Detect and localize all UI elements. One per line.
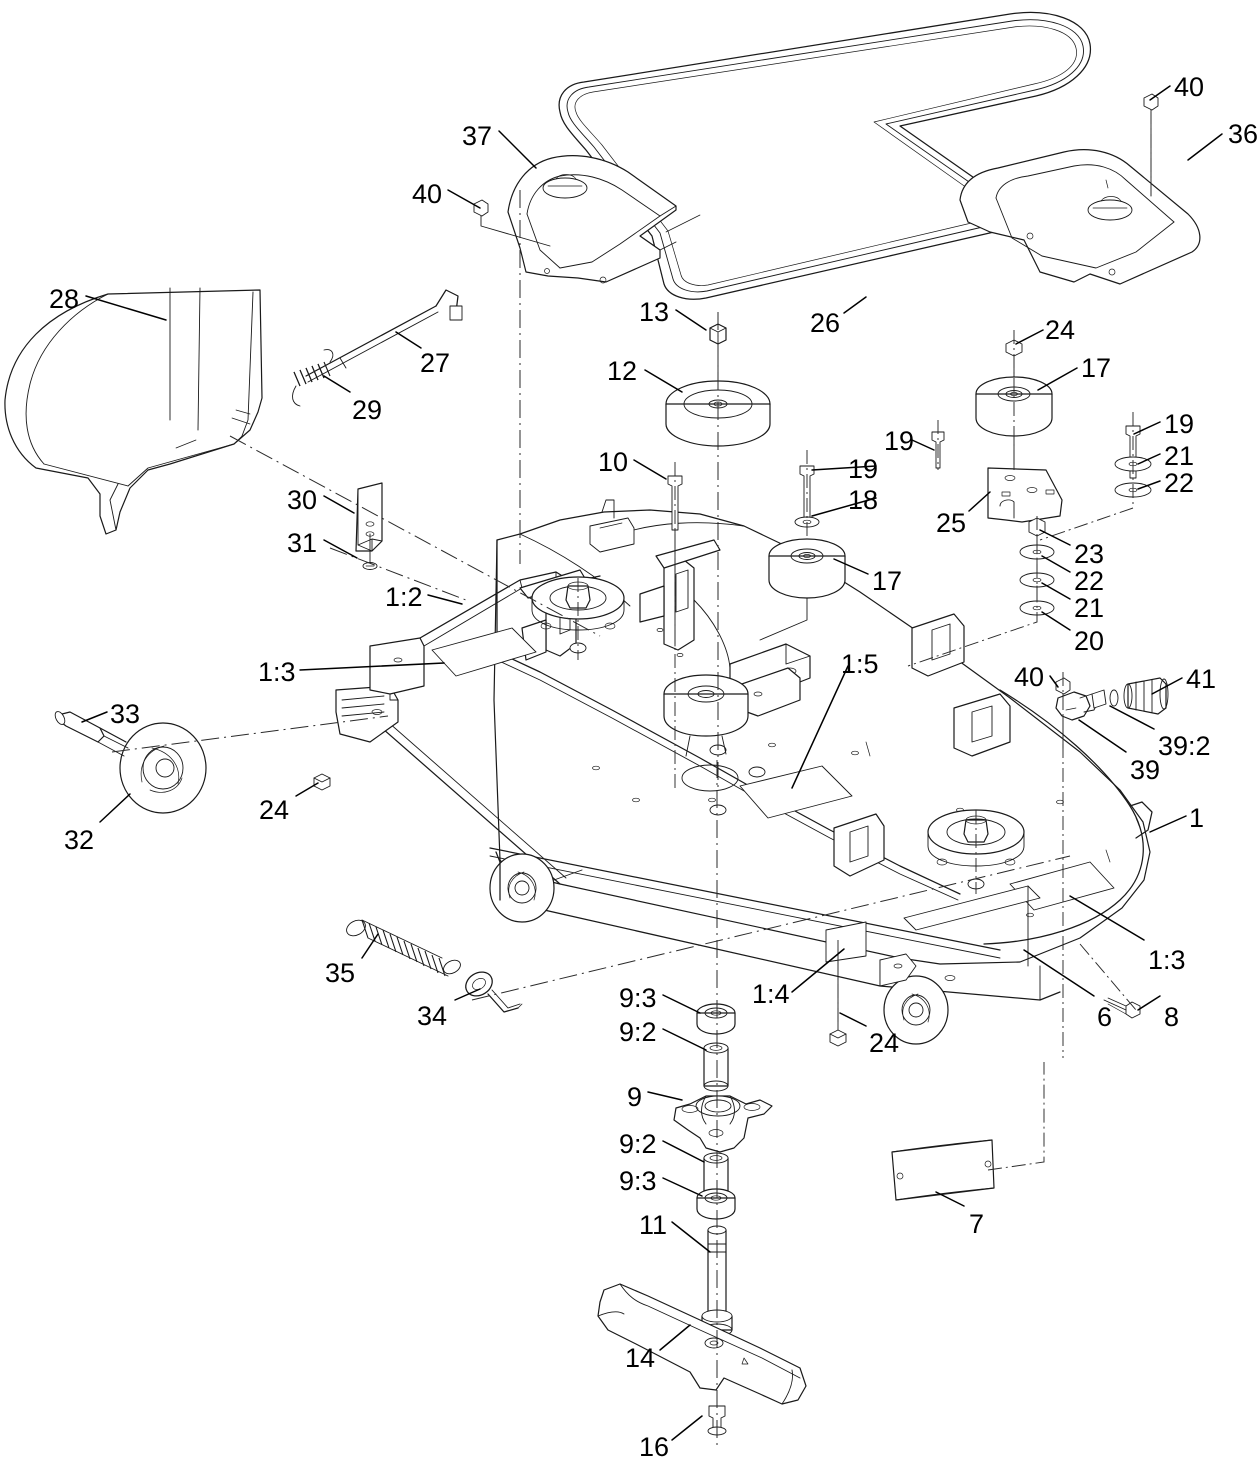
callout-1-3: 1:3 — [1148, 945, 1186, 975]
spring-rod-hook-34 — [465, 971, 523, 1013]
callout-9-2: 9:2 — [619, 1017, 657, 1047]
callout-27: 27 — [420, 348, 451, 378]
callout-1-3: 1:3 — [258, 657, 296, 687]
spindle-bearing-9-3-upper — [696, 1003, 736, 1035]
callout-37: 37 — [462, 121, 493, 151]
rivet-push-40-left — [473, 199, 551, 247]
callout-36: 36 — [1228, 119, 1258, 149]
callout-33: 33 — [110, 699, 141, 729]
leader-lines — [81, 85, 1223, 1441]
caster-wheel-front-left — [489, 851, 583, 923]
bracket-latch-30 — [355, 482, 383, 552]
spindle-spacer-9-2-upper — [703, 1042, 729, 1092]
callout-1: 1 — [1189, 803, 1205, 833]
callout-25: 25 — [936, 508, 967, 538]
belt-cover-left-37 — [507, 155, 677, 284]
callout-32: 32 — [64, 825, 95, 855]
callout-6: 6 — [1097, 1002, 1113, 1032]
belt-cover-right-36 — [959, 149, 1201, 285]
cutting-blade-14 — [597, 1283, 807, 1405]
hose-fitting-elbow-39 — [1055, 689, 1107, 721]
callout-24: 24 — [1045, 315, 1076, 345]
callout-1-4: 1:4 — [752, 979, 790, 1009]
deflector-plate-7 — [891, 1139, 995, 1201]
callout-18: 18 — [848, 485, 879, 515]
callout-21: 21 — [1074, 593, 1105, 623]
o-ring-seal-39-2 — [1109, 689, 1119, 707]
callout-22: 22 — [1074, 566, 1105, 596]
callout-11: 11 — [639, 1210, 668, 1240]
callout-22: 22 — [1164, 468, 1195, 498]
callout-23: 23 — [1074, 539, 1105, 569]
callout-19: 19 — [884, 426, 915, 456]
callout-9: 9 — [627, 1082, 643, 1112]
deck-decal-1-5 — [739, 765, 853, 819]
callout-17: 17 — [872, 566, 903, 596]
callout-24: 24 — [259, 795, 290, 825]
caster-wheel-assembly-32 — [119, 722, 207, 814]
callout-13: 13 — [639, 297, 670, 327]
callout-28: 28 — [49, 284, 80, 314]
callout-10: 10 — [598, 447, 629, 477]
drive-belt-26 — [558, 11, 1092, 300]
deck-decal-1-3-left — [431, 627, 537, 677]
callout-39: 39 — [1130, 755, 1161, 785]
callout-17: 17 — [1081, 353, 1112, 383]
spindle-housing-9 — [673, 1095, 773, 1153]
callout-21: 21 — [1164, 441, 1195, 471]
callout-41: 41 — [1186, 664, 1217, 694]
callout-29: 29 — [352, 395, 383, 425]
callout-39-2: 39:2 — [1158, 731, 1211, 761]
callout-9-2: 9:2 — [619, 1129, 657, 1159]
deck-decal-1-4 — [825, 921, 867, 963]
callout-12: 12 — [607, 356, 638, 386]
quick-coupler-41 — [1123, 677, 1169, 715]
callout-9-3: 9:3 — [619, 1166, 657, 1196]
extension-spring-35 — [346, 919, 461, 977]
callout-26: 26 — [810, 308, 841, 338]
callout-16: 16 — [639, 1432, 670, 1462]
callout-35: 35 — [325, 958, 356, 988]
callout-1-5: 1:5 — [841, 649, 879, 679]
callout-34: 34 — [417, 1001, 448, 1031]
callout-7: 7 — [969, 1209, 985, 1239]
deck-pulley-center — [663, 674, 749, 757]
callout-40: 40 — [1174, 72, 1205, 102]
caster-wheel-front-right — [879, 953, 956, 1045]
callout-24: 24 — [869, 1028, 900, 1058]
callout-20: 20 — [1074, 626, 1105, 656]
callout-31: 31 — [287, 528, 318, 558]
callout-40: 40 — [1014, 662, 1045, 692]
screw-deck-8 — [1103, 997, 1141, 1019]
callout-1-2: 1:2 — [385, 582, 423, 612]
locknut-24-left — [313, 773, 331, 791]
callout-19: 19 — [1164, 409, 1195, 439]
caster-axle-bolt-33 — [54, 711, 129, 757]
torsion-spring-29 — [292, 349, 334, 407]
idler-arm-bracket-25 — [987, 467, 1063, 523]
bolt-19-right — [1125, 425, 1141, 479]
callout-9-3: 9:3 — [619, 983, 657, 1013]
callout-40: 40 — [412, 179, 443, 209]
callout-14: 14 — [625, 1343, 656, 1373]
spindle-bearing-9-3-lower — [696, 1188, 736, 1220]
rod-linkage-27 — [305, 289, 463, 383]
idler-pulley-17-middle — [759, 538, 846, 641]
callout-19: 19 — [848, 454, 879, 484]
callout-8: 8 — [1164, 1002, 1180, 1032]
callout-30: 30 — [287, 485, 318, 515]
centerlines — [111, 112, 1152, 1448]
grass-deflector-28 — [4, 287, 263, 535]
